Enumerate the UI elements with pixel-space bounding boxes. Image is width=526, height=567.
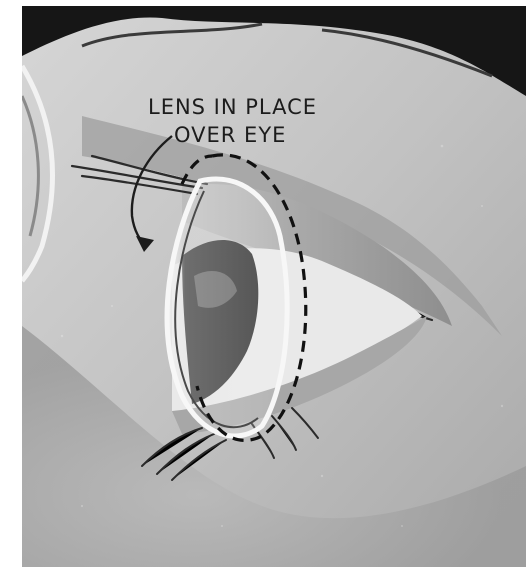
- eye-lens-illustration: LENS IN PLACE OVER EYE: [22, 6, 526, 567]
- caption-line-1: LENS IN PLACE: [148, 95, 317, 119]
- lens-rim: [167, 179, 287, 436]
- caption-line-2: OVER EYE: [174, 123, 286, 147]
